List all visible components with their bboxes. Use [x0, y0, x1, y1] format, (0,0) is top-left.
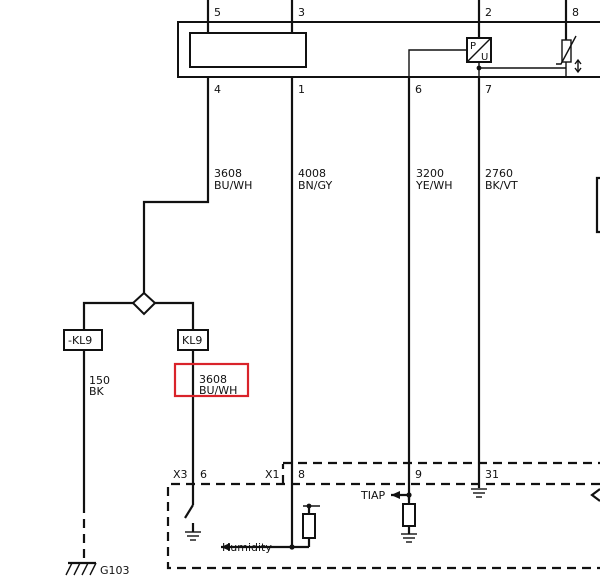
sensor-u-label: U: [481, 52, 488, 63]
module-inner-block: [189, 32, 307, 68]
connector-x1-pin-8: 8: [298, 468, 305, 481]
kl9-minus-circuit: 150: [89, 374, 110, 387]
wire-1-circuit: 4008: [298, 167, 326, 180]
ground-label: G103: [100, 564, 130, 577]
connector-x1-label: X1: [265, 468, 280, 481]
pin-7: 7: [485, 83, 492, 96]
wire-6-circuit: 3200: [416, 167, 444, 180]
humidity-sensor: [221, 503, 320, 551]
connector-x3-pin: 6: [200, 468, 207, 481]
pin-4: 4: [214, 83, 221, 96]
pin-2: 2: [485, 6, 492, 19]
connector-x1-pin-31: 31: [485, 468, 499, 481]
wire-4-circuit: 3608: [214, 167, 242, 180]
ground-g103-icon: [65, 561, 97, 576]
kl9-circuit: 3608: [199, 373, 227, 386]
pin-6: 6: [415, 83, 422, 96]
wire-7-circuit: 2760: [485, 167, 513, 180]
highlight-box: [173, 362, 250, 398]
wire-1-color: BN/GY: [298, 179, 332, 192]
connector-kl9-minus-label: -KL9: [68, 334, 92, 347]
pin-1: 1: [298, 83, 305, 96]
humidity-label: Humidity: [222, 541, 272, 554]
tiap-label: TIAP: [360, 489, 385, 502]
top-module: P U: [177, 21, 600, 78]
ground-icon: [471, 488, 487, 498]
switch-ground-icon: [184, 504, 201, 541]
sensor-p-label: P: [470, 41, 476, 52]
kl9-color: BU/WH: [199, 384, 237, 397]
wire-3608-bu-wh: [142, 77, 210, 293]
pin-8: 8: [572, 6, 579, 19]
splice-diamond: [131, 291, 157, 316]
wire-7-color: BK/VT: [485, 179, 518, 192]
connector-x1-pin-9: 9: [415, 468, 422, 481]
kl9-minus-color: BK: [89, 385, 105, 398]
wire-6-color: YE/WH: [415, 179, 453, 192]
pin-5: 5: [214, 6, 221, 19]
tiap-sensor: [391, 491, 417, 543]
connector-x3-label: X3: [173, 468, 188, 481]
bottom-module-outline: [166, 482, 600, 570]
wire-4-color: BU/WH: [214, 179, 252, 192]
adjacent-component-edge: [595, 176, 600, 234]
connector-kl9-label: KL9: [182, 334, 202, 347]
pin-3: 3: [298, 6, 305, 19]
